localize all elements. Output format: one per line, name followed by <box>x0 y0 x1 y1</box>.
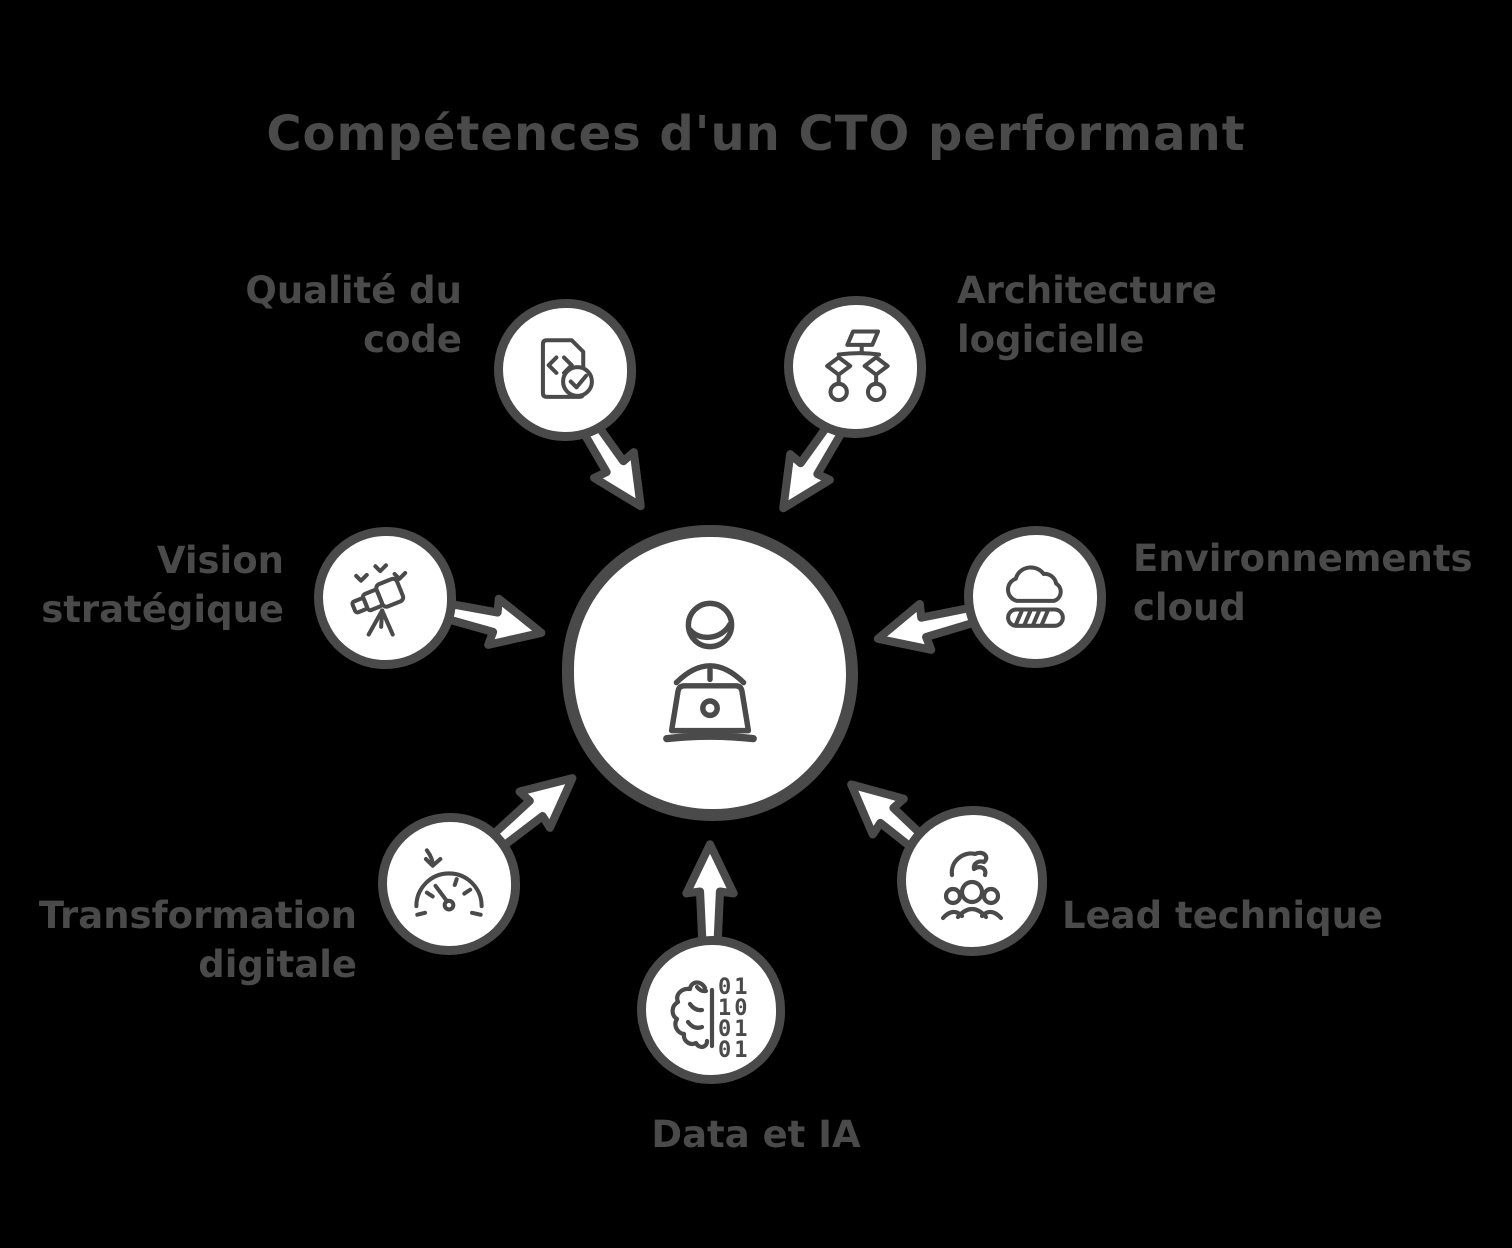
center-node-cto <box>562 525 858 821</box>
label-strategic-vision: Vision stratégique <box>41 539 284 631</box>
node-code-quality <box>494 299 636 441</box>
svg-text:01: 01 <box>718 1017 751 1042</box>
label-digital-transformation: Transformation digitale <box>38 894 357 986</box>
node-data-ai: 01 10 01 01 <box>637 936 785 1084</box>
flowchart-icon <box>825 329 890 403</box>
node-cloud-environments <box>964 526 1106 668</box>
cloud-progress-icon <box>1006 565 1065 628</box>
speedometer-icon <box>414 848 484 917</box>
node-software-architecture <box>784 296 926 438</box>
node-digital-transformation <box>378 813 520 955</box>
node-tech-lead <box>897 806 1047 956</box>
svg-text:10: 10 <box>718 996 751 1021</box>
page-title: Compétences d'un CTO performant <box>266 106 1246 162</box>
svg-text:01: 01 <box>718 975 751 1000</box>
label-software-architecture: Architecture logicielle <box>957 269 1217 361</box>
telescope-icon <box>350 563 408 637</box>
brain-binary-icon: 01 10 01 01 <box>670 975 751 1062</box>
label-data-ai: Data et IA <box>651 1113 861 1156</box>
node-strategic-vision <box>314 527 456 669</box>
code-document-check-icon <box>540 338 594 399</box>
svg-text:01: 01 <box>718 1038 751 1062</box>
label-cloud-environments: Environnements cloud <box>1133 537 1473 629</box>
person-at-laptop-icon <box>663 600 757 743</box>
label-code-quality: Qualité du code <box>245 269 462 361</box>
team-hand-icon <box>940 850 1004 921</box>
label-tech-lead: Lead technique <box>1062 894 1384 937</box>
